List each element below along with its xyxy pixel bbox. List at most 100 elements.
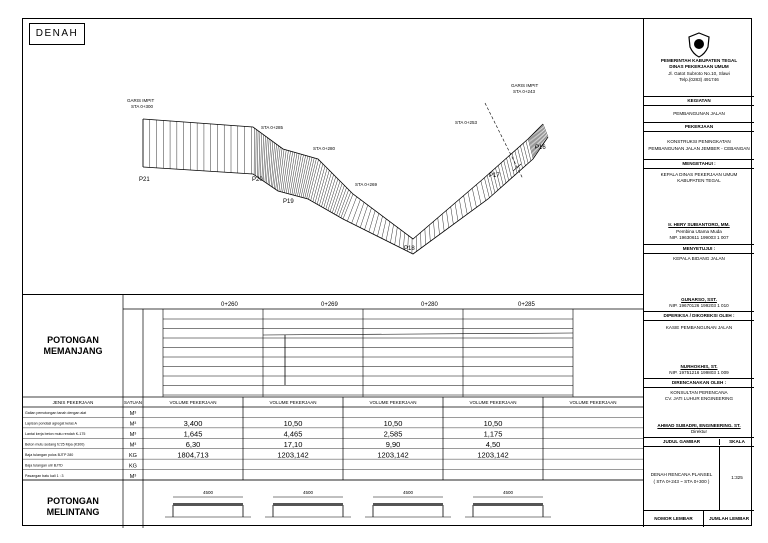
table-row-name: Galian pemotongan tanah dengan alat (25, 411, 86, 415)
header-satuan: SATUAN (124, 400, 142, 405)
alignment-hatch (142, 119, 549, 254)
hatch-line (342, 193, 354, 220)
hatch-line (476, 184, 482, 205)
judul-value-1: DENAH RENCANA PLANSEL (650, 472, 713, 478)
direncanakan-label: DIRENCANAKAN OLEH : (671, 379, 727, 385)
hatch-line (530, 135, 537, 155)
org-block: PEMERINTAH KABUPATEN TEGAL DINAS PEKERJA… (644, 19, 754, 97)
hatch-line (536, 130, 542, 147)
nomor-label: NOMOR LEMBAR (644, 511, 704, 527)
hatch-line (278, 149, 285, 192)
hatch-line (284, 151, 291, 193)
hatch-line (282, 150, 289, 193)
profile-grade-line (262, 332, 574, 336)
diperiksa-name: NURHOKHIS, ST. (680, 363, 718, 369)
diperiksa-value: KASIE PEMBANGUNAN JALAN (665, 325, 733, 330)
lower-svg: POTONGAN MEMANJANG 0+260 0+269 0+280 0+2… (23, 295, 643, 528)
judul-value-2: ( STA 0+243 ~ STA 0+300 ) (653, 478, 710, 484)
header-vol-2: VOLUME PEKERJAAN (269, 400, 316, 405)
hatch-line (495, 167, 501, 188)
mengetahui-block: KEPALA DINAS PEKERJAAN UMUM KABUPATEN TE… (644, 169, 754, 245)
hatch-line (304, 157, 315, 199)
hatch-line (480, 180, 486, 201)
direncanakan-label-row: DIRENCANAKAN OLEH : (644, 379, 754, 388)
hatch-line (295, 154, 304, 196)
hatch-line (260, 133, 263, 179)
hatch-line (275, 146, 281, 190)
station-0-285: 0+285 (518, 302, 536, 308)
dimension-label: 4500 (503, 490, 514, 495)
hatch-line (529, 136, 536, 157)
profile-grid (162, 309, 574, 397)
kegiatan-label-row: KEGIATAN (644, 97, 754, 106)
dimension-label: 4500 (303, 490, 314, 495)
hatch-line (538, 128, 544, 144)
kegiatan-value: PEMBANGUNAN JALAN (673, 110, 725, 116)
header-vol-5: VOLUME PEKERJAAN (569, 400, 616, 405)
garis-impit-line (484, 102, 524, 180)
table-row-unit: M³ (130, 432, 137, 438)
hatch-line (263, 136, 266, 182)
table-row-value: 3,400 (184, 419, 203, 428)
table-row-name: Lantai kerja beton mutu rendah K-175 (25, 432, 85, 436)
hatch-line (525, 140, 532, 161)
hatch-line (433, 221, 436, 238)
hatch-line (424, 228, 426, 245)
hatch-line (398, 229, 402, 248)
table-row-value: 1203,142 (377, 450, 408, 459)
judul-label: JUDUL GAMBAR (644, 438, 720, 446)
menyetujui-label-row: MENYETUJUI : (644, 245, 754, 254)
hatch-line (287, 152, 296, 194)
hatch-line (542, 123, 549, 138)
table-row-value: 1,645 (184, 430, 203, 439)
hatch-line (321, 172, 332, 207)
hatch-line (364, 207, 372, 230)
judul-value-row: DENAH RENCANA PLANSEL ( STA 0+243 ~ STA … (644, 447, 754, 511)
hatch-line (497, 165, 504, 186)
table-row-value: 4,465 (284, 430, 303, 439)
hatch-line (270, 142, 275, 187)
hatch-line (359, 204, 369, 228)
hatch-line (403, 232, 405, 250)
hatch-line (316, 168, 328, 205)
dimension-label: 4500 (403, 490, 414, 495)
nomor-row: NOMOR LEMBAR JUMLAH LEMBAR (644, 511, 754, 527)
hatch-line (329, 180, 341, 212)
hatch-line (255, 129, 257, 176)
section-slab (373, 503, 443, 506)
sta-label-253: STA 0+253 (455, 120, 478, 125)
station-0-280: 0+280 (421, 302, 439, 308)
table-row-name: Pasangan batu kali 1 : 3 (25, 474, 64, 478)
hatch-line (312, 163, 324, 202)
hatch-line (459, 199, 463, 218)
hatch-line (336, 187, 347, 216)
table-row-name: Beton mutu sedang fc'25 Mpa (K300) (25, 443, 84, 447)
header-vol-3: VOLUME PEKERJAAN (369, 400, 416, 405)
hatch-line (506, 158, 512, 179)
table-row-value: 4,50 (486, 440, 501, 449)
hatch-line (537, 129, 543, 146)
header-vol-4: VOLUME PEKERJAAN (469, 400, 516, 405)
hatch-line (338, 189, 349, 217)
menyetujui-label: MENYETUJUI : (682, 245, 716, 251)
table-row-value: 1203,142 (277, 450, 308, 459)
point-p17: P17 (489, 173, 500, 179)
direncanakan-block: KONSULTAN PERENCANA CV. JATI LUHUR ENGIN… (644, 388, 754, 438)
table-row-name: Baja tulangan ulir BJTD (25, 463, 63, 467)
sta-right-label: STA 0+243 (513, 89, 536, 94)
hatch-line (306, 158, 317, 199)
diperiksa-block: KASIE PEMBANGUNAN JALAN NURHOKHIS, ST. N… (644, 321, 754, 379)
hatch-line (450, 206, 454, 225)
garis-impit-left-label: GARIS IMPIT (127, 98, 155, 103)
hatch-line (269, 141, 274, 186)
lower-sections: POTONGAN MEMANJANG 0+260 0+269 0+280 0+2… (23, 294, 643, 528)
hatch-line (532, 134, 539, 152)
hatch-line (273, 145, 279, 189)
diperiksa-nip: NIP. 19751216 199803 1 009 (669, 369, 729, 375)
hatch-line (514, 150, 521, 171)
alignment-outline (142, 118, 549, 255)
table-row-value: 17,10 (284, 440, 303, 449)
hatch-line (517, 148, 523, 169)
mengetahui-rank: Pembina Utama Muda (676, 228, 722, 234)
